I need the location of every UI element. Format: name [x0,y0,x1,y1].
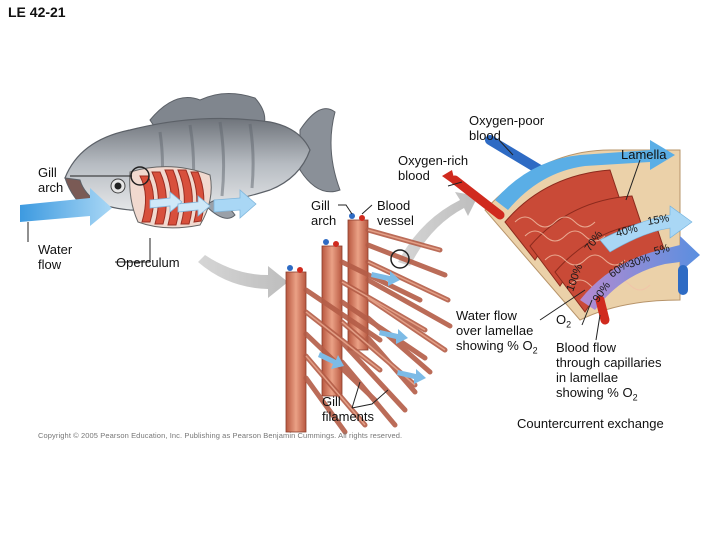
gill-filaments-illustration [285,213,453,435]
water-percent-2: 40% [615,223,640,240]
oxygen-poor-blood-label: Oxygen-poor blood [469,113,545,143]
o2-label: O2 [556,312,572,330]
blood-flow-through-capillaries-label: Blood flow through capillaries in lamell… [556,340,662,403]
water-percent-3: 15% [646,212,670,228]
countercurrent-exchange-label: Countercurrent exchange [517,416,664,431]
fish-illustration [20,93,341,229]
lamella-label: Lamella [621,147,667,162]
figure-title: LE 42-21 [8,4,66,20]
lamella-illustration [442,135,700,341]
water-flow-label: Water flow [38,242,73,272]
blood-vessel-label: Blood vessel [377,198,414,228]
water-flow-over-lamellae-label: Water flow over lamellae showing % O2 [456,308,538,356]
gill-arch-label-center: Gill arch [311,198,337,228]
operculum-label: Operculum [116,255,180,270]
gill-arch-label-left: Gill arch [38,165,64,195]
blood-percent-3: 5% [653,242,672,258]
label-leader-lines [27,175,463,409]
oxygen-rich-blood-label: Oxygen-rich blood [398,153,469,183]
copyright-notice: Copyright © 2005 Pearson Education, Inc.… [38,431,403,440]
gill-filaments-label: Gill filaments [322,394,375,424]
